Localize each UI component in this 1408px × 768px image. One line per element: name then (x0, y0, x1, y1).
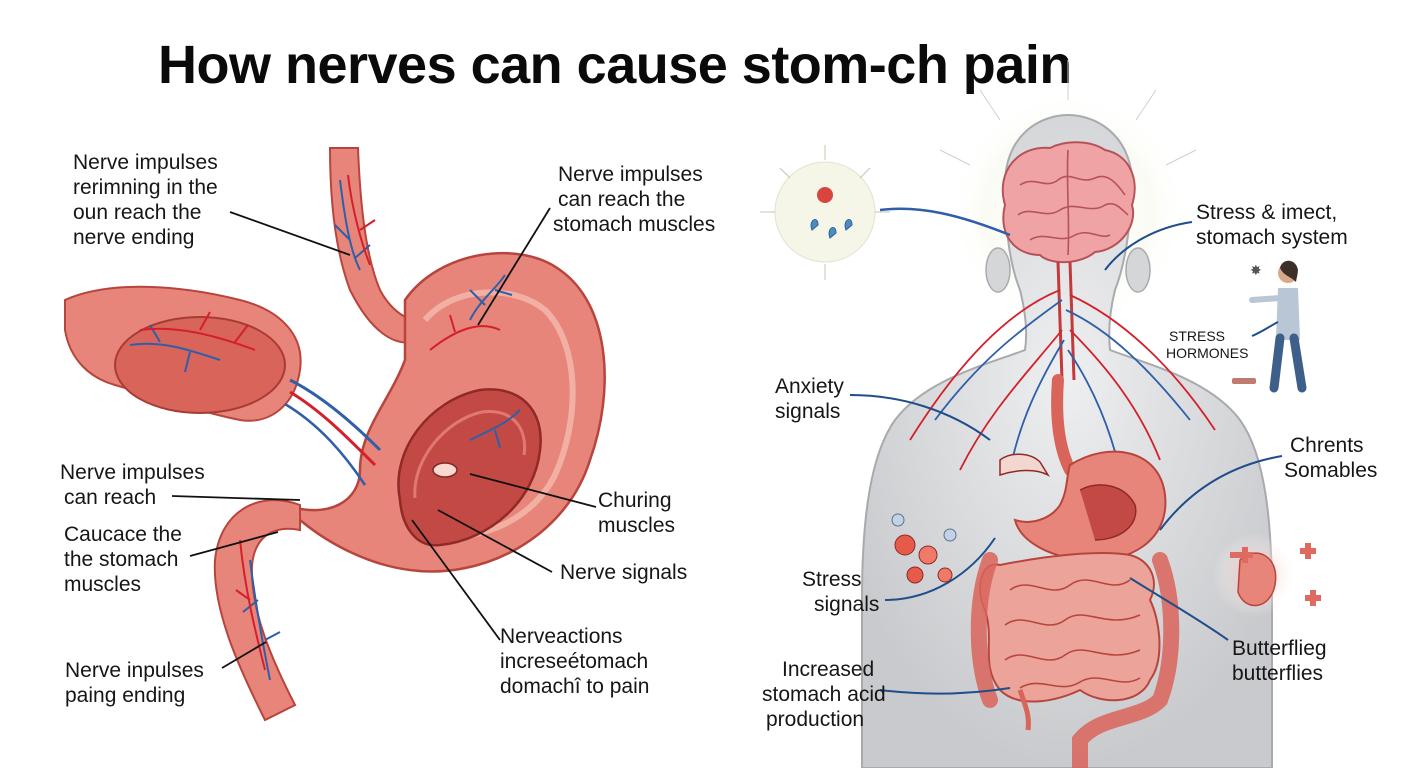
stressed-person: ✸ (1232, 260, 1307, 393)
emblem-glow (774, 161, 876, 263)
body-esophagus (1051, 374, 1076, 476)
label-nerve-signals: Nerve signals (560, 561, 688, 584)
body-nerves-red (909, 289, 1216, 471)
label-reach-stomach-muscles: Nerve impulses can reach the stomach mus… (553, 163, 716, 236)
appendix (1017, 689, 1031, 731)
left-leader-lines (171, 207, 597, 669)
label-stress-impact: Stress & imect, stomach system (1196, 201, 1348, 249)
label-stomach-acid: Increased stomach acid production (762, 658, 886, 731)
left-artery-branches (139, 174, 501, 671)
left-stomach-illustration (64, 147, 606, 722)
emblem-rays (760, 145, 890, 280)
label-stress-signals: Stress signals (802, 568, 880, 616)
small-intestine (979, 552, 1161, 703)
label-impulses-running: Nerve impulses rerimning in the oun reac… (73, 151, 218, 249)
label-chrents-somables: Chrents Somables (1284, 434, 1378, 482)
label-anxiety-signals: Anxiety signals (775, 375, 844, 423)
stress-cells (891, 513, 957, 584)
brain-folds (1017, 149, 1129, 256)
right-leader-lines (849, 221, 1283, 695)
label-can-reach: Nerve impulses can reach (60, 461, 205, 509)
large-intestine (970, 552, 1180, 768)
stomach-cavity (397, 388, 542, 547)
stomach-inner-wall (419, 289, 576, 541)
emblem-nerve (879, 207, 1011, 237)
label-butterflies: Butterflieg butterflies (1232, 637, 1327, 685)
cut-tube-opening (114, 316, 286, 414)
page-title: How nerves can cause stom-ch pain (158, 35, 1072, 95)
left-nerve-branches (129, 179, 521, 681)
label-caucace: Caucace the the stomach muscles (64, 523, 182, 596)
duodenum (213, 499, 301, 722)
butterfly-plus-marks (1230, 543, 1321, 606)
right-body-illustration: ✸ (760, 60, 1321, 768)
label-nerveactions: Nerveactions increseétomach domachî to p… (500, 625, 650, 698)
spinal-cord (1056, 261, 1076, 381)
label-stress-hormones: STRESS HORMONES (1166, 328, 1249, 361)
head-glow-rays (939, 60, 1197, 166)
label-churning-muscles: Churing muscles (598, 489, 676, 537)
intestine-folds (1004, 579, 1141, 689)
label-paing-ending: Nerve inpulses paing ending (65, 659, 204, 707)
svg-text:✸: ✸ (1250, 263, 1262, 279)
